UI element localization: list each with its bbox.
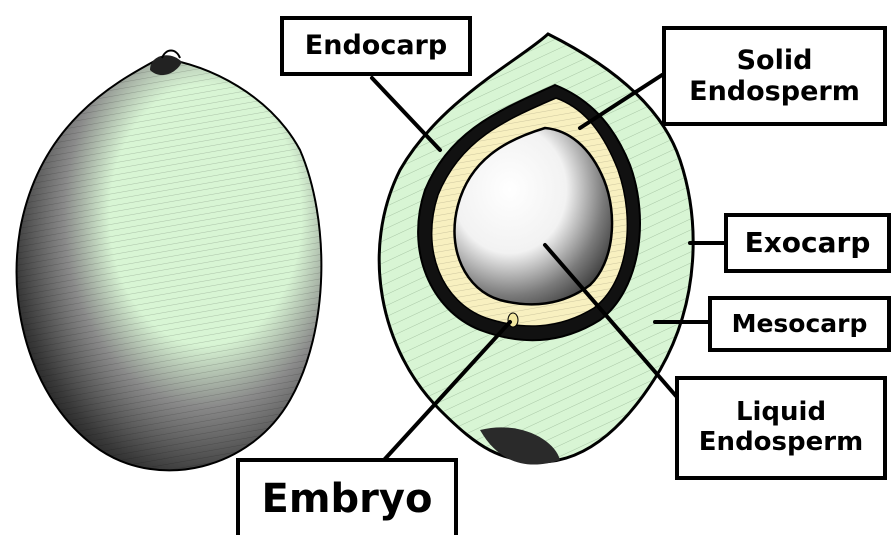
- label-mesocarp: Mesocarp: [708, 296, 891, 352]
- label-liquid-endosperm-line2: Endosperm: [699, 428, 863, 458]
- coconut-cross-section: [379, 34, 693, 465]
- label-embryo: Embryo: [236, 458, 458, 535]
- label-endocarp-text: Endocarp: [305, 30, 447, 61]
- label-liquid-endosperm-line1: Liquid: [736, 398, 826, 428]
- label-exocarp: Exocarp: [724, 213, 891, 273]
- label-solid-endosperm: Solid Endosperm: [662, 26, 887, 126]
- label-mesocarp-text: Mesocarp: [732, 310, 868, 339]
- whole-coconut: [17, 51, 322, 471]
- label-exocarp-text: Exocarp: [745, 227, 871, 259]
- label-endocarp: Endocarp: [280, 16, 472, 76]
- leader-endocarp: [372, 78, 440, 150]
- label-solid-endosperm-line1: Solid: [737, 45, 813, 76]
- label-solid-endosperm-line2: Endosperm: [689, 76, 860, 107]
- label-embryo-text: Embryo: [262, 476, 433, 522]
- label-liquid-endosperm: Liquid Endosperm: [675, 376, 887, 480]
